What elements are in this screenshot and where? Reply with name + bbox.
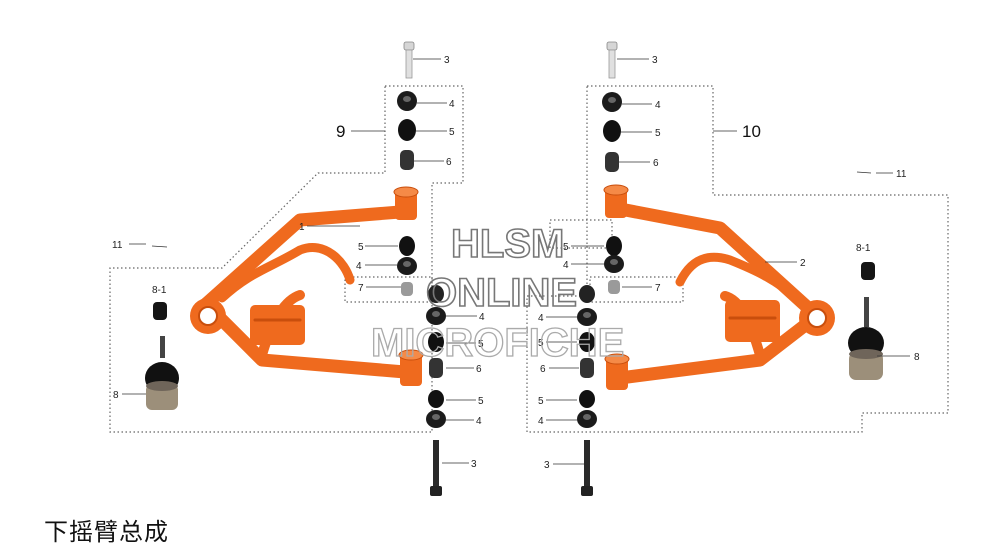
left-mid-bushing [399,236,415,256]
callout-8-1-right: 8-1 [856,243,871,254]
callout-6-right-top: 6 [653,158,659,169]
callout-6-left-top: 6 [446,157,452,168]
callout-5-left-top: 5 [449,127,455,138]
callout-4-left-lower-a: 4 [479,312,485,323]
callout-4-right-mid: 4 [563,260,569,271]
callout-5-right-lower-a: 5 [538,338,544,349]
callout-4-left-top: 4 [449,99,455,110]
callout-4-right-top: 4 [655,100,661,111]
watermark-line-2: ONLINE [426,271,577,315]
callout-3-left-bottom: 3 [471,459,477,470]
callout-8-left: 8 [113,390,119,401]
callout-3-right-bottom: 3 [544,460,550,471]
left-lower-sleeve [429,358,443,378]
callout-6-right-lower: 6 [540,364,546,375]
diagram-caption: 下摇臂总成 [44,518,169,546]
callout-11-right: 11 [896,169,907,180]
callout-3-left-top: 3 [444,55,450,66]
right-mid-spacer [608,280,620,294]
right-mid-bushing [606,236,622,256]
watermark-line-1: HLSM [451,222,564,266]
left-lower-bushing-top [428,285,444,303]
group-outline-small-right [589,276,684,303]
left-upper-bolt [403,41,415,79]
group-outline-small-left [344,276,433,303]
callout-11-left: 11 [112,240,123,251]
right-lower-sleeve [580,358,594,378]
callout-4-left-lower-b: 4 [476,416,482,427]
left-lower-bushing-a [428,332,444,352]
right-lower-bolt [581,440,593,496]
left-mid-spacer [401,282,413,296]
callout-5-left-lower-a: 5 [478,339,484,350]
left-lower-bushing-b [428,390,444,408]
callout-4-left-mid: 4 [356,261,362,272]
callout-5-right-mid: 5 [563,242,569,253]
callout-7-right: 7 [655,283,661,294]
callout-7-left: 7 [358,283,364,294]
right-upper-sleeve [605,152,619,172]
callout-1: 1 [299,222,305,233]
left-upper-sleeve [400,150,414,170]
callout-9: 9 [336,122,345,141]
right-upper-bushing [603,120,621,142]
right-upper-bolt [606,41,618,79]
callout-4-right-lower-b: 4 [538,416,544,427]
callout-5-left-lower-b: 5 [478,396,484,407]
group-outline-left [109,85,464,433]
group-outline-right [526,85,949,433]
callout-6-left-lower: 6 [476,364,482,375]
group-outline-right-upper [549,219,613,249]
callout-5-right-lower-b: 5 [538,396,544,407]
ball-joint-right [848,262,884,380]
callout-3-right-top: 3 [652,55,658,66]
lower-arm-left [190,186,424,386]
callout-4-right-lower-a: 4 [538,313,544,324]
callout-5-right-top: 5 [655,128,661,139]
left-lower-bolt [430,440,442,496]
callout-10: 10 [742,122,761,141]
callout-8-right: 8 [914,352,920,363]
right-lower-bushing-top [579,285,595,303]
watermark-line-3: MICROFICHE [371,321,624,365]
callout-2: 2 [800,258,806,269]
lower-arm-right [603,184,835,390]
ball-joint-left [145,302,179,410]
callout-5-left-mid: 5 [358,242,364,253]
right-lower-bushing-a [579,332,595,352]
left-upper-bushing [398,119,416,141]
right-lower-bushing-b [579,390,595,408]
callout-8-1-left: 8-1 [152,285,167,296]
